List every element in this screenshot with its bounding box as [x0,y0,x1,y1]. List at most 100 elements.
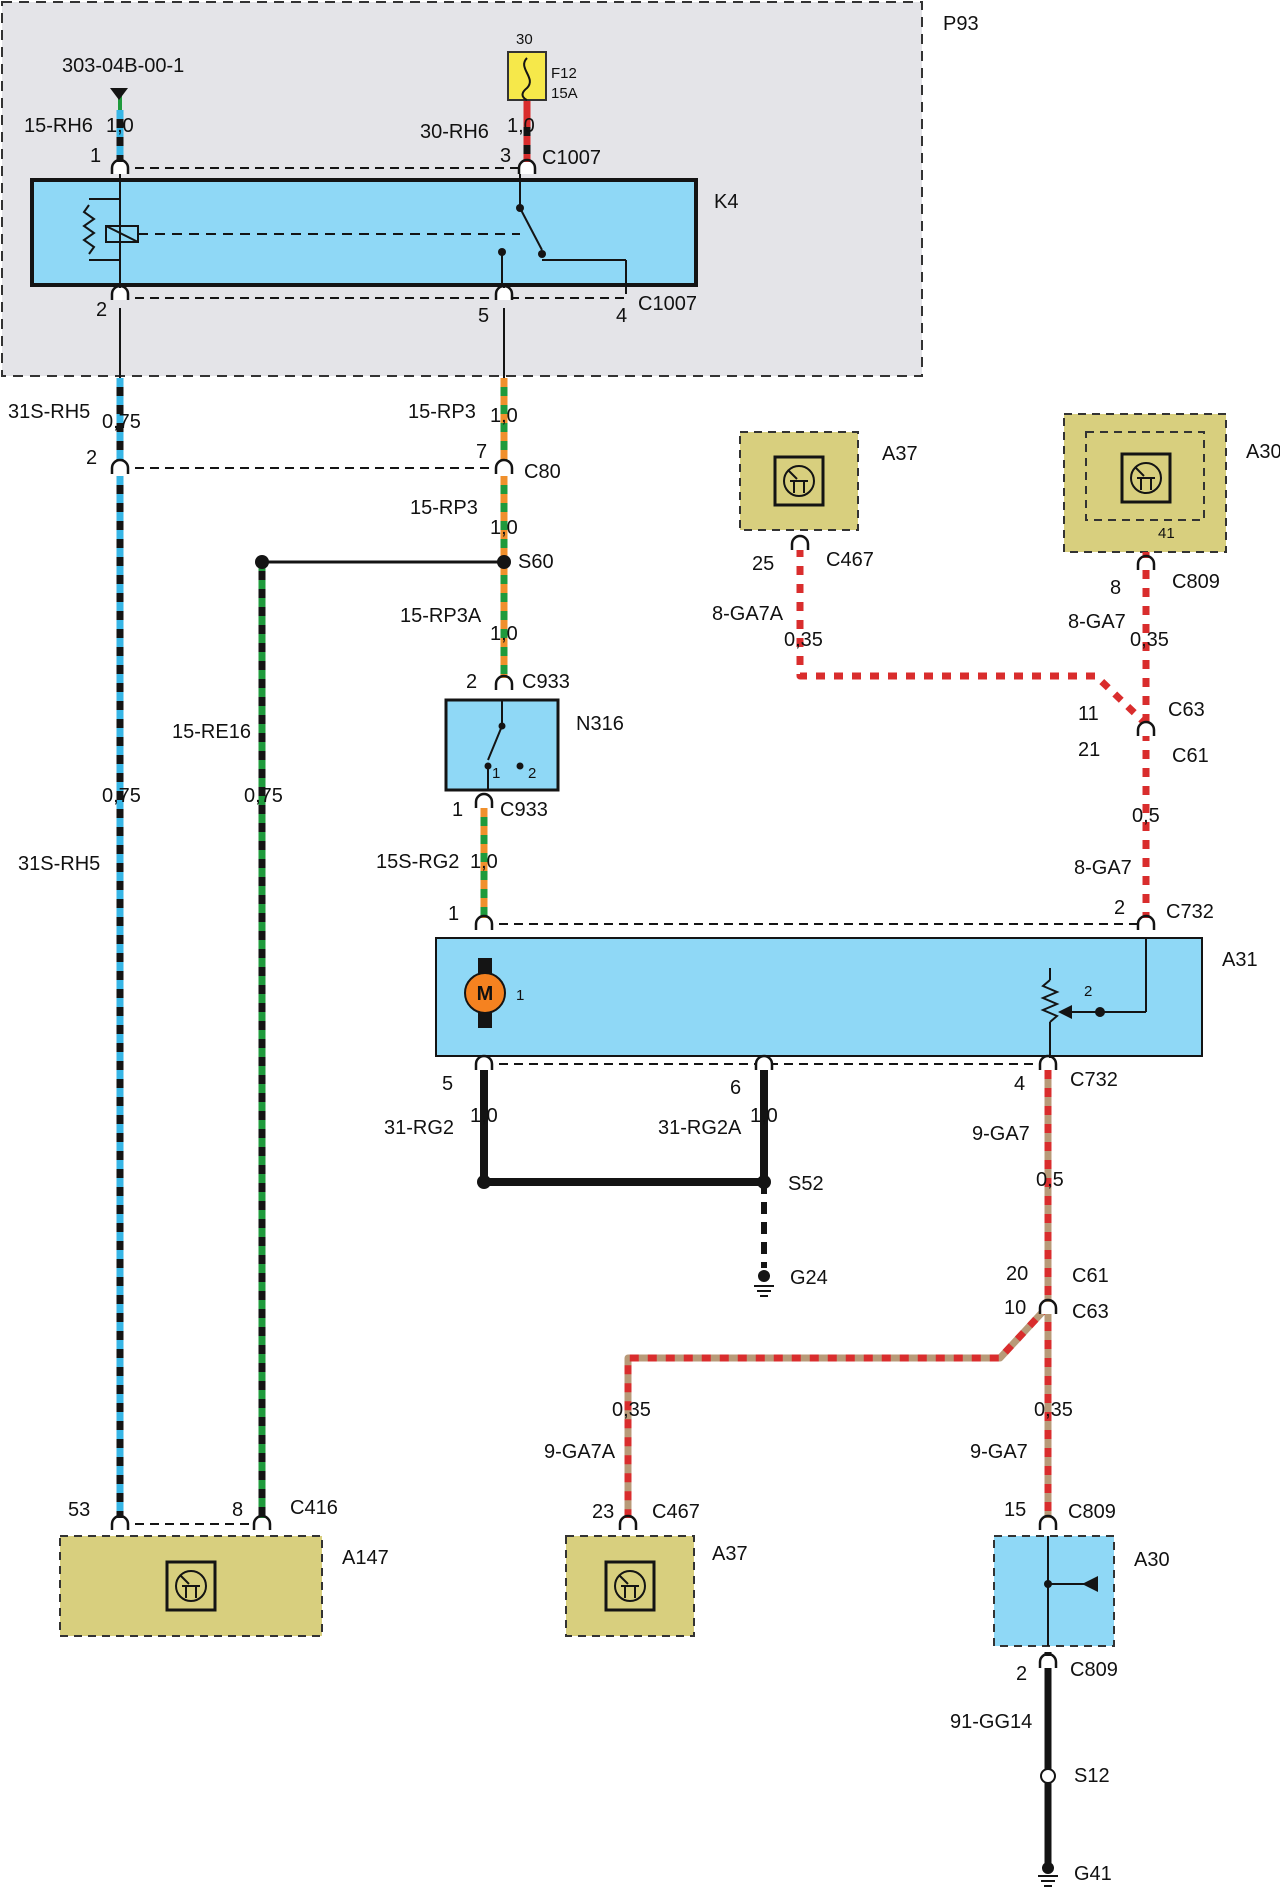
splice-label: S60 [518,551,554,573]
wire-size: 1,0 [470,1105,498,1127]
connector-cup [1136,554,1156,570]
connector-cup-bg [1138,918,1154,930]
pin-number: 2 [96,299,107,321]
connector-cup-bg [1040,1058,1056,1070]
connector-cup [494,674,514,690]
switch-n316-internals [487,700,503,790]
wire-size: 1,0 [750,1105,778,1127]
reference-label: 303-04B-00-1 [62,55,184,77]
connector-cup-bg [112,162,128,174]
connector-label: C809 [1172,571,1220,593]
relay-k4-label: K4 [714,191,738,213]
connector-label: C61 [1072,1265,1109,1287]
connector-cup-bg [519,162,535,174]
pin-number: 8 [232,1499,243,1521]
pin-number: 21 [1078,739,1100,761]
connector-label: C63 [1072,1301,1109,1323]
pin-number: 4 [1014,1073,1025,1095]
connector-label: C732 [1070,1069,1118,1091]
switch-n316-contact-dot [516,762,524,770]
pin-number: 25 [752,553,774,575]
splice-s12-dot [1040,1768,1056,1784]
wire-8-ga7a [796,548,1149,727]
connector-label: C61 [1172,745,1209,767]
wire-label: 31-RG2A [658,1117,742,1139]
connector-label: C809 [1068,1501,1116,1523]
wire-size: 1,0 [490,405,518,427]
module-a30-bottom [993,1535,1115,1647]
actuator-a31 [435,937,1203,1057]
pin-number: 20 [1006,1263,1028,1285]
wire-size: 0,75 [102,785,141,807]
connector-label: C63 [1168,699,1205,721]
connector-cup-bg [476,918,492,930]
potentiometer-dot [1095,1007,1105,1017]
fuse-f12 [507,51,547,101]
junction-dots [255,555,771,1189]
wire-label: 8-GA7 [1074,857,1132,879]
ground-label: G41 [1074,1863,1112,1885]
pin-number: 1 [448,903,459,925]
transistor-icons [165,452,1172,1612]
wire-size: 0,35 [1034,1399,1073,1421]
connector-label: C467 [652,1501,700,1523]
wire-size: 0,35 [612,1399,651,1421]
wire-9-ga7a [624,1303,1051,1518]
connector-cup [1038,1298,1058,1314]
connector-cup [1038,1054,1058,1070]
splice-label: S12 [1074,1765,1110,1787]
connector-label: C416 [290,1497,338,1519]
wire-9-ga7a-stripe [624,1303,1051,1518]
wire-size: 1,0 [490,623,518,645]
wire-label: 91-GG14 [950,1711,1032,1733]
switch-n316-contact-dot [498,722,506,730]
module-a30-bottom-dot [1044,1580,1052,1588]
connector-cup [110,458,130,474]
wire-size: 1,0 [507,115,535,137]
wire-label: 15-RE16 [172,721,251,743]
splice-label: S52 [788,1173,824,1195]
wire-label: 31S-RH5 [18,853,100,875]
pin-number: 8 [1110,577,1121,599]
pin-number: 23 [592,1501,614,1523]
connector-cup-bg [476,1058,492,1070]
reference-arrow-icon [110,88,128,100]
ground-icon [1038,1862,1058,1887]
connector-label: C933 [522,671,570,693]
switch-n316-contact-1: 1 [492,765,500,782]
module-a30-bottom-arrow [1082,1576,1098,1592]
wire-size: 0,5 [1132,805,1160,827]
fuse-circuit-label: 30 [516,31,533,48]
pin-number: 2 [86,447,97,469]
module-a30-bottom-label: A30 [1134,1549,1170,1571]
connector-cup-bg [496,678,512,690]
module-a37-top-label: A37 [882,443,918,465]
pin-number: 7 [476,441,487,463]
module-a147-label: A147 [342,1547,389,1569]
connector-cup-bg [112,462,128,474]
connector-cup-bg [496,462,512,474]
connector-cup-bg [792,538,808,550]
connector-label: C80 [524,461,561,483]
wire-size: 1,0 [490,517,518,539]
connector-cup-bg [1138,558,1154,570]
connector-cup [474,914,494,930]
wire-size: 1,0 [106,115,134,137]
module-a37-bottom-label: A37 [712,1543,748,1565]
connector-cup [618,1514,638,1530]
connector-links [120,167,1144,1525]
connector-cup [252,1514,272,1530]
connector-cup-bg [620,1518,636,1530]
wire-label: 8-GA7 [1068,611,1126,633]
connector-cup-bg [496,288,512,300]
connector-cup [1038,1652,1058,1668]
connector-label: C933 [500,799,548,821]
connector-label: C732 [1166,901,1214,923]
relay-k4-contact-dot [498,248,506,256]
pin-number: 2 [1114,897,1125,919]
connector-cup [110,158,130,174]
wire-label: 8-GA7A [712,603,784,625]
transistor-icon [165,1560,217,1612]
pin-number: 53 [68,1499,90,1521]
fuse-id-label: F12 [551,65,577,82]
